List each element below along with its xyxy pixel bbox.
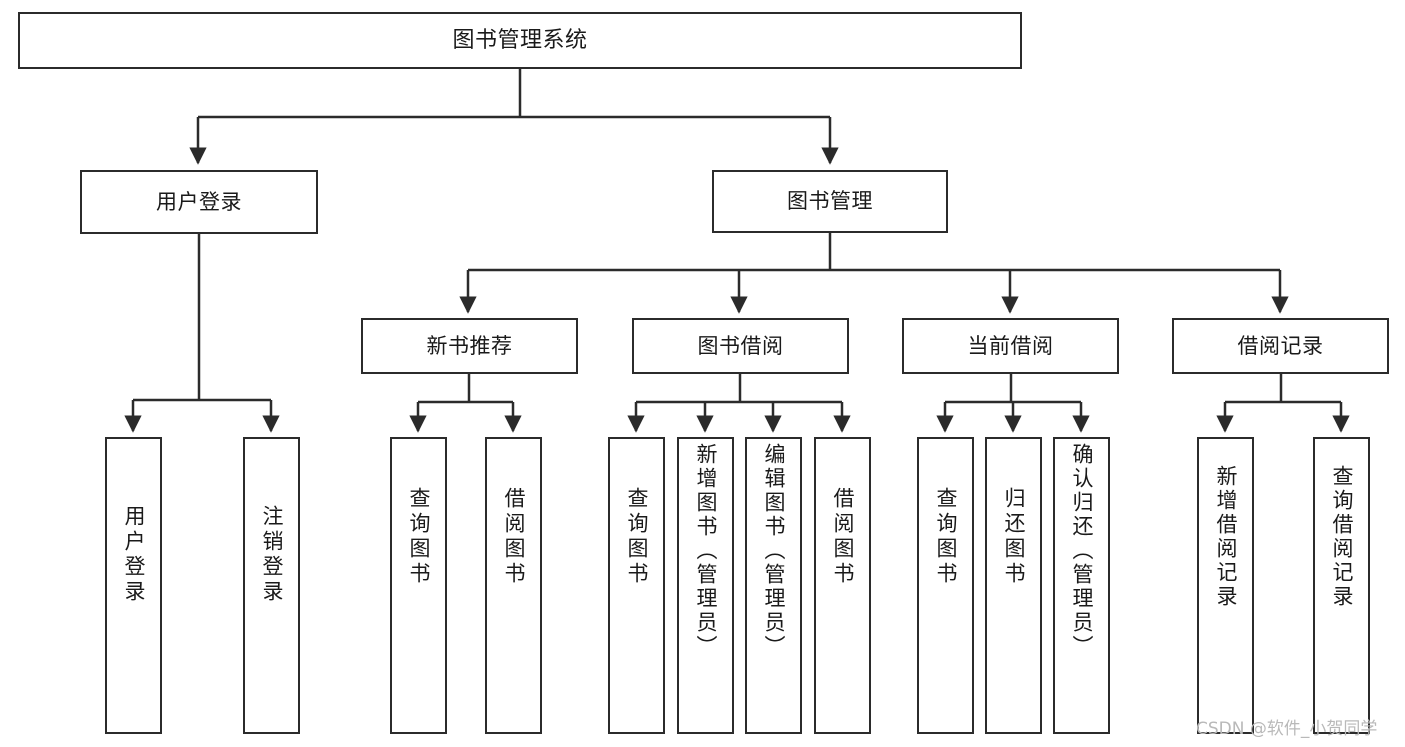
node-label: 新增借阅记录: [1214, 465, 1238, 609]
node-root-system[interactable]: 图书管理系统: [18, 12, 1022, 69]
leaf-add-book-admin[interactable]: 新增图书（管理员）: [677, 437, 734, 734]
leaf-query-borrow-record[interactable]: 查询借阅记录: [1313, 437, 1370, 734]
node-label: 查询图书: [934, 487, 958, 587]
node-current-borrow[interactable]: 当前借阅: [902, 318, 1119, 374]
node-borrow-records[interactable]: 借阅记录: [1172, 318, 1389, 374]
node-label: 注销登录: [260, 505, 284, 605]
node-new-book-recommend[interactable]: 新书推荐: [361, 318, 578, 374]
leaf-borrow-book[interactable]: 借阅图书: [814, 437, 871, 734]
leaf-query-book-recommend[interactable]: 查询图书: [390, 437, 447, 734]
node-label: 用户登录: [122, 505, 146, 605]
leaf-user-login[interactable]: 用户登录: [105, 437, 162, 734]
leaf-user-logout[interactable]: 注销登录: [243, 437, 300, 734]
node-book-management[interactable]: 图书管理: [712, 170, 948, 233]
node-label: 当前借阅: [967, 333, 1054, 358]
node-user-login[interactable]: 用户登录: [80, 170, 318, 234]
node-label: 编辑图书（管理员）: [762, 443, 786, 659]
node-label: 图书管理系统: [452, 27, 588, 53]
node-label: 归还图书: [1002, 487, 1026, 587]
leaf-edit-book-admin[interactable]: 编辑图书（管理员）: [745, 437, 802, 734]
node-label: 查询图书: [625, 487, 649, 587]
node-label: 借阅图书: [831, 487, 855, 587]
leaf-add-borrow-record[interactable]: 新增借阅记录: [1197, 437, 1254, 734]
node-label: 借阅图书: [502, 487, 526, 587]
node-book-borrow[interactable]: 图书借阅: [632, 318, 849, 374]
node-label: 确认归还（管理员）: [1070, 443, 1094, 659]
leaf-query-book-current[interactable]: 查询图书: [917, 437, 974, 734]
leaf-query-book-borrow[interactable]: 查询图书: [608, 437, 665, 734]
node-label: 图书借阅: [697, 333, 784, 358]
node-label: 新书推荐: [426, 333, 513, 358]
leaf-return-book[interactable]: 归还图书: [985, 437, 1042, 734]
node-label: 用户登录: [156, 189, 242, 214]
node-label: 查询借阅记录: [1330, 465, 1354, 609]
leaf-confirm-return-admin[interactable]: 确认归还（管理员）: [1053, 437, 1110, 734]
node-label: 查询图书: [407, 487, 431, 587]
leaf-borrow-book-recommend[interactable]: 借阅图书: [485, 437, 542, 734]
node-label: 图书管理: [787, 189, 873, 214]
node-label: 借阅记录: [1237, 333, 1324, 358]
node-label: 新增图书（管理员）: [694, 443, 718, 659]
